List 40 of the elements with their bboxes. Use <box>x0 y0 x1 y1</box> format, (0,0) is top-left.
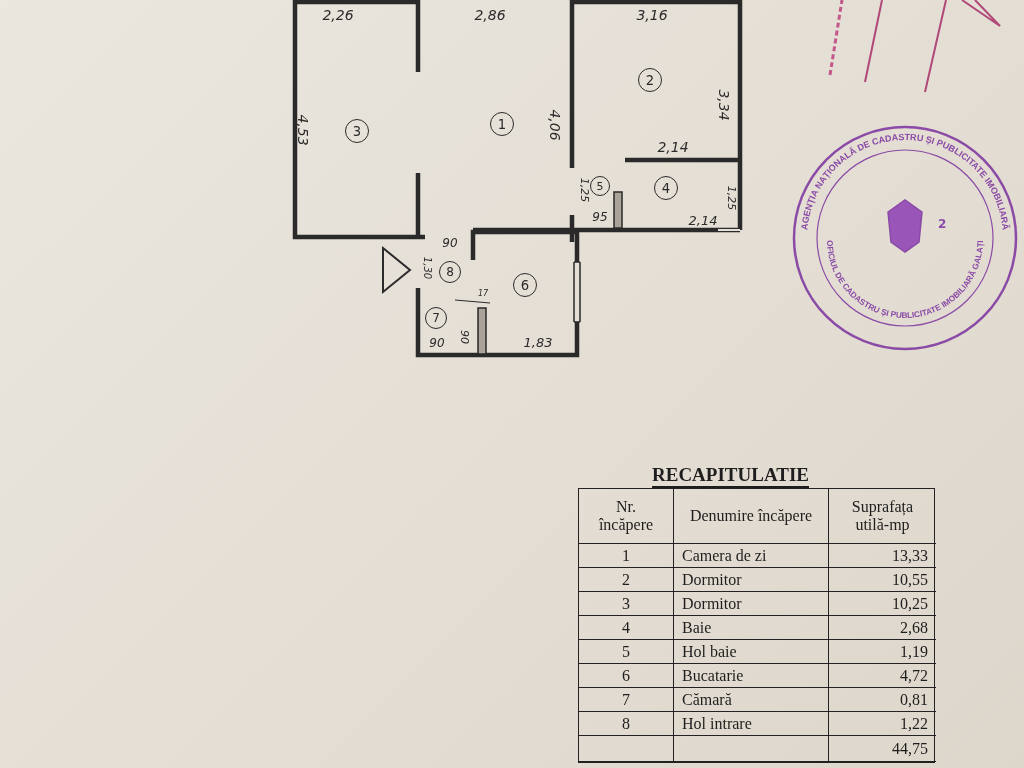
dimension-label: 2,26 <box>322 8 354 22</box>
table-cell: Hol baie <box>674 640 829 664</box>
table-cell: 2 <box>579 568 674 592</box>
table-cell: 8 <box>579 712 674 736</box>
dimension-label: 90 <box>442 237 458 249</box>
table-cell: 4,72 <box>829 664 936 688</box>
table-cell: Hol intrare <box>674 712 829 736</box>
table-cell: 5 <box>579 640 674 664</box>
table-cell: Cămară <box>674 688 829 712</box>
dimension-label: 1,25 <box>725 185 737 211</box>
dimension-label: 2,14 <box>688 213 718 227</box>
dimension-label: 4,06 <box>548 109 562 141</box>
table-cell: 1,22 <box>829 712 936 736</box>
table-cell: 7 <box>579 688 674 712</box>
header-cell: Nr. încăpere <box>579 489 674 544</box>
table-cell: 4 <box>579 616 674 640</box>
table-cell: 0,81 <box>829 688 936 712</box>
table-cell: 1 <box>579 544 674 568</box>
table-cell: Dormitor <box>674 592 829 616</box>
table-cell: Bucatarie <box>674 664 829 688</box>
dimension-label: 17 <box>477 290 489 298</box>
table-cell: 2,68 <box>829 616 936 640</box>
header-cell: Denumire încăpere <box>674 489 829 544</box>
header-cell: Suprafața utilă-mp <box>829 489 936 544</box>
table-cell: 1,19 <box>829 640 936 664</box>
dimension-label: 90 <box>458 330 470 344</box>
dimension-label: 1,83 <box>523 335 553 349</box>
table-title: RECAPITULATIE <box>652 464 809 488</box>
table-cell: 13,33 <box>829 544 936 568</box>
table-cell: Dormitor <box>674 568 829 592</box>
dimension-label: 2,86 <box>474 8 506 22</box>
dimension-label: 3,34 <box>717 89 731 121</box>
table-cell: 44,75 <box>829 736 936 762</box>
table-cell: 3 <box>579 592 674 616</box>
dimension-label: 95 <box>592 211 608 223</box>
table-cell: 6 <box>579 664 674 688</box>
table-cell: 10,55 <box>829 568 936 592</box>
table-cell: 10,25 <box>829 592 936 616</box>
table-cell: Baie <box>674 616 829 640</box>
table-cell: Camera de zi <box>674 544 829 568</box>
